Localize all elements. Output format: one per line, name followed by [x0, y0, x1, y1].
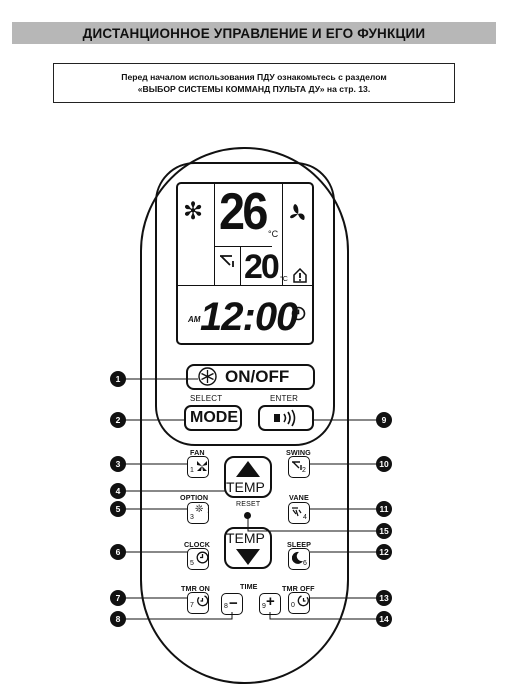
section-title-bar: ДИСТАНЦИОННОЕ УПРАВЛЕНИЕ И ЕГО ФУНКЦИИ	[12, 22, 496, 44]
swing-mode-icon	[218, 252, 236, 275]
callout-3: 3	[110, 456, 126, 472]
swing-label: SWING	[286, 448, 311, 457]
fan-button[interactable]	[187, 456, 209, 478]
callout-6: 6	[110, 544, 126, 560]
sleep-num: 6	[303, 560, 307, 567]
temp-up-arrow-icon	[235, 460, 261, 483]
enter-button[interactable]	[258, 405, 314, 431]
snowflake-icon: ✻	[183, 197, 204, 225]
sleep-moon-icon	[291, 551, 304, 569]
tmr-off-label: TMR OFF	[282, 584, 315, 593]
lcd-am: AM	[188, 315, 201, 324]
callout-13: 13	[376, 590, 392, 606]
fan-button-icon	[196, 459, 208, 477]
time-label: TIME	[240, 582, 258, 591]
callout-5: 5	[110, 501, 126, 517]
callout-14: 14	[376, 611, 392, 627]
vane-icon	[291, 505, 303, 523]
onoff-button[interactable]	[186, 364, 315, 390]
mode-label: MODE	[190, 409, 238, 426]
select-label: SELECT	[190, 394, 223, 403]
lcd-divider-v1	[214, 184, 215, 285]
vane-label: VANE	[289, 493, 309, 502]
lcd-room-unit: °C	[280, 276, 288, 283]
lcd-divider-room	[214, 246, 272, 247]
callout-12: 12	[376, 544, 392, 560]
minus-num: 8	[224, 603, 228, 610]
clock-icon	[291, 306, 306, 326]
reset-button[interactable]	[244, 512, 251, 519]
fan-icon	[289, 203, 307, 230]
lcd-divider-v3	[282, 184, 283, 285]
temp-down-arrow-icon	[235, 548, 261, 571]
tmr-off-num: 0	[291, 602, 295, 609]
temp-up-button[interactable]	[224, 456, 272, 498]
callout-4: 4	[110, 483, 126, 499]
sleep-button[interactable]	[288, 548, 310, 570]
temp-up-label: TEMP	[226, 479, 265, 495]
notice-line-1: Перед началом использования ПДУ ознакомь…	[121, 72, 387, 82]
callout-15: 15	[376, 523, 392, 539]
callout-9: 9	[376, 412, 392, 428]
callout-8: 8	[110, 611, 126, 627]
sleep-label: SLEEP	[287, 540, 312, 549]
tmr-on-icon	[196, 594, 209, 612]
remote-top-panel	[155, 162, 335, 446]
mode-button[interactable]	[184, 405, 242, 431]
callout-2: 2	[110, 412, 126, 428]
notice-box: Перед началом использования ПДУ ознакомь…	[53, 63, 455, 103]
callout-10: 10	[376, 456, 392, 472]
vane-num: 4	[303, 514, 307, 521]
lcd-display	[176, 182, 314, 345]
callout-1: 1	[110, 371, 126, 387]
temp-down-label: TEMP	[226, 530, 265, 546]
tmr-off-icon	[297, 594, 310, 612]
lcd-main-temp: 26	[219, 183, 268, 241]
transmit-icon	[273, 409, 299, 432]
house-icon	[293, 267, 307, 288]
tmr-on-label: TMR ON	[181, 584, 210, 593]
lcd-room-temp: 20	[244, 248, 280, 286]
callout-11: 11	[376, 501, 392, 517]
onoff-label: ON/OFF	[225, 367, 290, 386]
callout-7: 7	[110, 590, 126, 606]
onoff-snowflake-icon	[198, 367, 217, 391]
option-button[interactable]	[187, 502, 209, 524]
enter-label: ENTER	[270, 394, 299, 403]
option-label: OPTION	[180, 493, 209, 502]
clock-button-icon	[196, 551, 209, 569]
plus-num: 9	[262, 603, 266, 610]
fan-label: FAN	[190, 448, 205, 457]
lcd-divider-v2	[240, 247, 241, 285]
lcd-clock: 12:00	[200, 295, 298, 339]
reset-label: RESET	[236, 501, 261, 508]
option-icon: ❊⋮	[195, 504, 214, 515]
swing-button-icon	[291, 459, 303, 477]
tmr-on-num: 7	[190, 602, 194, 609]
lcd-main-unit: °C	[268, 229, 279, 239]
section-title: ДИСТАНЦИОННОЕ УПРАВЛЕНИЕ И ЕГО ФУНКЦИИ	[82, 25, 426, 41]
swing-num: 2	[302, 467, 306, 474]
notice-line-2: «ВЫБОР СИСТЕМЫ КОММАНД ПУЛЬТА ДУ» на стр…	[137, 84, 371, 94]
plus-icon: +	[266, 593, 275, 610]
minus-icon: −	[229, 595, 238, 612]
option-num: 3	[190, 514, 194, 521]
lcd-divider-top	[178, 285, 312, 286]
clock-num: 5	[190, 560, 194, 567]
fan-num: 1	[190, 467, 194, 474]
clock-button-label: CLOCK	[184, 540, 211, 549]
